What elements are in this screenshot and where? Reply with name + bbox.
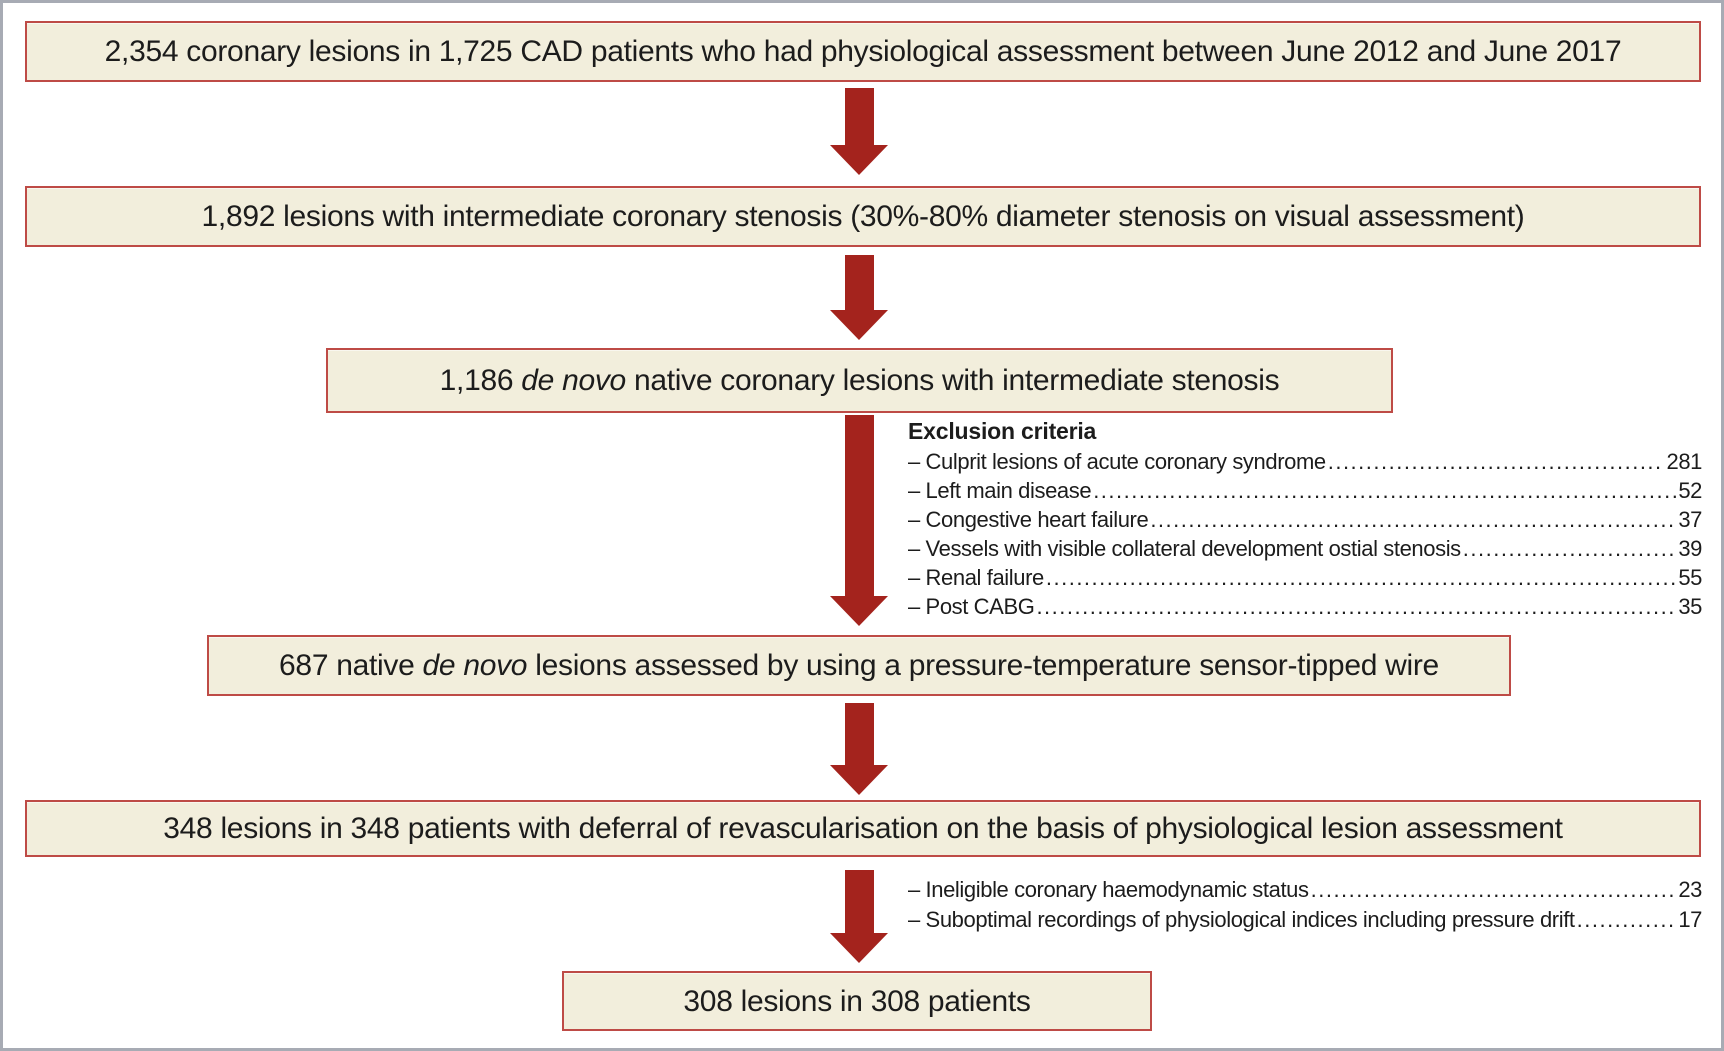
arrow-shaft (844, 255, 874, 310)
dotted-leader (1046, 563, 1676, 592)
list-item-count: 17 (1678, 907, 1702, 932)
list-item-label: – Vessels with visible collateral develo… (908, 536, 1461, 561)
arrow-shaft (844, 415, 874, 596)
list-item-label: – Suboptimal recordings of physiological… (908, 907, 1575, 932)
arrow-shaft (844, 703, 874, 765)
down-arrow-icon (830, 703, 888, 795)
dotted-leader (1328, 447, 1665, 476)
flow-box-intermediate-stenosis: 1,892 lesions with intermediate coronary… (25, 186, 1701, 247)
list-item-count: 281 (1666, 449, 1702, 474)
list-item-label: – Congestive heart failure (908, 507, 1149, 532)
deferral-exclusion-list: – Ineligible coronary haemodynamic statu… (908, 875, 1702, 935)
dotted-leader (1463, 534, 1677, 563)
dotted-leader (1036, 592, 1676, 621)
arrow-head (830, 765, 888, 795)
flow-box-text-suffix: lesions assessed by using a pressure-tem… (527, 649, 1439, 682)
dotted-leader (1311, 875, 1677, 905)
flow-box-de-novo-lesions: 1,186 de novo native coronary lesions wi… (326, 348, 1393, 413)
list-item: – Vessels with visible collateral develo… (908, 534, 1702, 563)
arrow-shaft (844, 88, 874, 145)
list-item: – Suboptimal recordings of physiological… (908, 905, 1702, 935)
list-item-label: – Culprit lesions of acute coronary synd… (908, 449, 1326, 474)
arrow-shaft (844, 870, 874, 933)
down-arrow-icon (830, 88, 888, 175)
dotted-leader (1577, 905, 1677, 935)
flow-box-text: 2,354 coronary lesions in 1,725 CAD pati… (104, 35, 1622, 68)
list-item: – Culprit lesions of acute coronary synd… (908, 447, 1702, 476)
flow-box-text: 1,892 lesions with intermediate coronary… (201, 200, 1525, 233)
down-arrow-icon (830, 255, 888, 340)
list-item-count: 23 (1678, 877, 1702, 902)
flow-box-text-suffix: native coronary lesions with intermediat… (625, 364, 1280, 397)
flow-box-text: 348 lesions in 348 patients with deferra… (163, 812, 1563, 845)
list-item: – Congestive heart failure 37 (908, 505, 1702, 534)
list-item-label: – Post CABG (908, 594, 1035, 619)
list-item-count: 35 (1678, 594, 1702, 619)
flow-box-text-prefix: 1,186 (439, 364, 522, 397)
list-item-count: 37 (1678, 507, 1702, 532)
arrow-head (830, 145, 888, 175)
flow-box-total-lesions: 2,354 coronary lesions in 1,725 CAD pati… (25, 21, 1701, 82)
down-arrow-icon (830, 415, 888, 626)
arrow-head (830, 933, 888, 963)
flow-box-text-italic: de novo (521, 364, 626, 397)
dotted-leader (1093, 476, 1676, 505)
flow-box-final-cohort: 308 lesions in 308 patients (562, 971, 1152, 1031)
list-item: – Post CABG 35 (908, 592, 1702, 621)
exclusion-criteria-heading: Exclusion criteria (908, 418, 1097, 444)
list-item-count: 52 (1678, 478, 1702, 503)
arrow-head (830, 596, 888, 626)
flow-box-text-italic: de novo (422, 649, 528, 682)
list-item: – Ineligible coronary haemodynamic statu… (908, 875, 1702, 905)
exclusion-criteria-list: Exclusion criteria – Culprit lesions of … (908, 415, 1702, 621)
list-item-label: – Renal failure (908, 565, 1044, 590)
flow-box-text-prefix: 687 native (279, 649, 423, 682)
flow-box-text: 308 lesions in 308 patients (683, 984, 1031, 1018)
arrow-head (830, 310, 888, 340)
list-item-count: 39 (1678, 536, 1702, 561)
list-item-label: – Ineligible coronary haemodynamic statu… (908, 877, 1309, 902)
down-arrow-icon (830, 870, 888, 963)
list-item: – Left main disease 52 (908, 476, 1702, 505)
flow-box-wire-assessed: 687 native de novo lesions assessed by u… (207, 635, 1511, 696)
list-item-label: – Left main disease (908, 478, 1092, 503)
list-item-count: 55 (1678, 565, 1702, 590)
dotted-leader (1150, 505, 1676, 534)
flow-box-deferral: 348 lesions in 348 patients with deferra… (25, 800, 1701, 857)
list-item: – Renal failure 55 (908, 563, 1702, 592)
